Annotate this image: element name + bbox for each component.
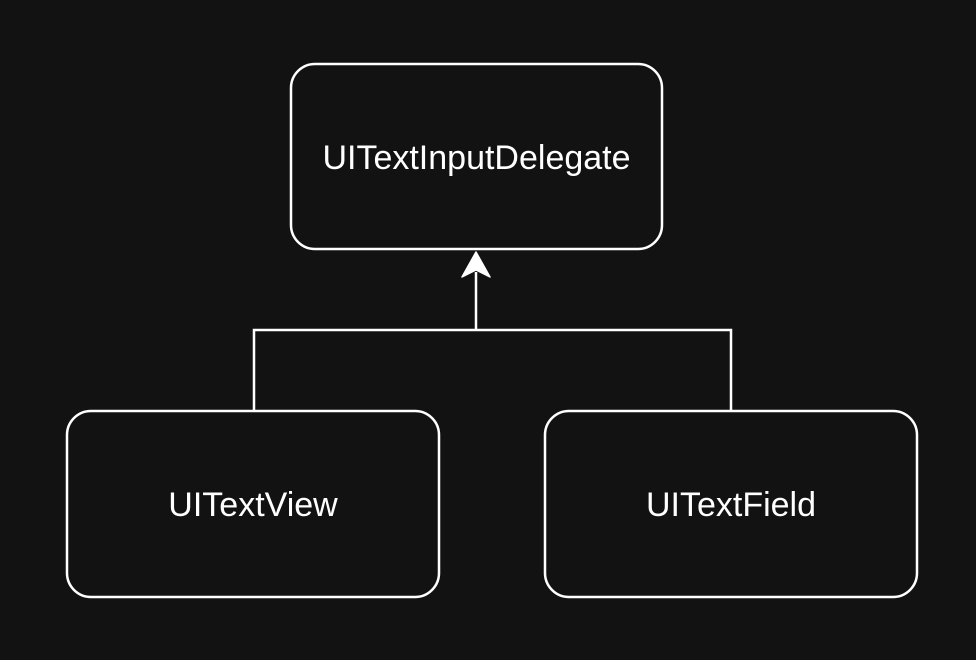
node-right-child-box <box>543 409 919 599</box>
node-left-child-label: UITextView <box>168 486 338 524</box>
connector-right-child-to-junction <box>476 328 733 411</box>
connector-left-child-to-junction <box>252 328 476 411</box>
node-left-child-box <box>65 409 441 599</box>
node-right-child[interactable]: UITextField <box>543 409 919 599</box>
arrowhead-icon <box>461 251 491 278</box>
node-left-child[interactable]: UITextView <box>65 409 441 599</box>
node-right-child-label: UITextField <box>646 486 816 524</box>
connector-group <box>252 251 733 411</box>
node-parent[interactable]: UITextInputDelegate <box>289 62 664 251</box>
node-parent-box <box>289 62 664 251</box>
node-parent-label: UITextInputDelegate <box>322 139 630 177</box>
